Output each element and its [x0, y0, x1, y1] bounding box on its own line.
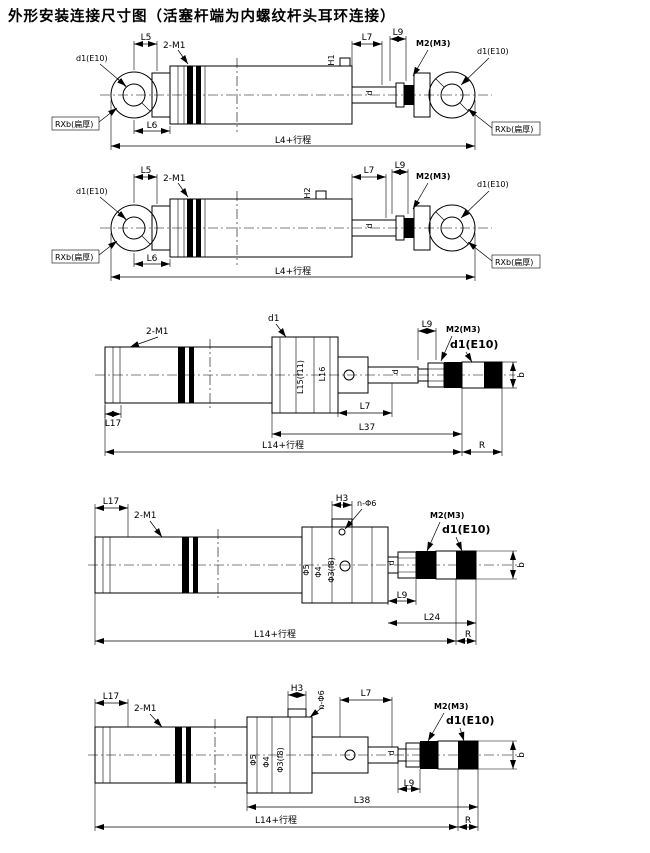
- dim-label-l7: L7: [364, 166, 375, 176]
- dim-label-phi3: Φ3(f8): [276, 747, 285, 773]
- dim-label-b: b: [517, 562, 527, 568]
- dim-label-d1-left: d1(E10): [76, 187, 108, 196]
- port-boss: [331, 518, 353, 528]
- dim-label-l5: L5: [141, 166, 152, 176]
- dim-label-l4: L4+行程: [275, 134, 311, 146]
- dim-label-l5: L5: [141, 33, 152, 43]
- dim-label-l6: L6: [147, 254, 158, 264]
- dim-label-l24: L24: [424, 613, 441, 623]
- port-boss: [339, 57, 351, 67]
- dim-label-h2: H2: [303, 187, 312, 198]
- dim-label-d: d: [365, 90, 374, 95]
- figure-3: 2-M1 d1 L15(f11) L16 L17 L9 M2(M3) d1(E1…: [95, 314, 527, 456]
- dim-label-d1e10: d1(E10): [446, 714, 494, 727]
- dim-label-l9: L9: [422, 320, 433, 330]
- dim-label-h3: H3: [336, 494, 349, 504]
- dim-label-m2: M2(M3): [416, 39, 450, 48]
- dim-label-phi4: Φ4: [262, 756, 271, 767]
- dim-label-l4: L4+行程: [275, 265, 311, 277]
- dim-label-r: R: [465, 816, 471, 826]
- dim-label-r: R: [479, 441, 485, 451]
- port-boss: [287, 708, 307, 718]
- dim-label-m2: M2(M3): [416, 172, 450, 181]
- dim-label-rxb-left: RXb(扁厚): [55, 119, 93, 129]
- dim-label-2m1: 2-M1: [134, 511, 156, 521]
- port-hole: [344, 749, 356, 761]
- dim-label-l37: L37: [359, 423, 375, 433]
- dim-label-d: d: [387, 750, 396, 755]
- eye-ring-right: [428, 204, 476, 252]
- piston-rod: [351, 72, 431, 118]
- dim-label-l14: L14+行程: [254, 628, 296, 640]
- drawing-title: 外形安装连接尺寸图（活塞杆端为内螺纹杆头耳环连接）: [8, 8, 396, 25]
- dim-label-m2: M2(M3): [430, 511, 464, 520]
- eye-ring-right: [428, 71, 476, 119]
- cylinder-body: [94, 719, 248, 791]
- piston-rod: [351, 205, 431, 251]
- dim-label-m2: M2(M3): [446, 325, 480, 334]
- dim-label-nd6: n-Φ6: [317, 690, 326, 709]
- dim-label-d: d: [365, 223, 374, 228]
- dim-label-d1e10: d1(E10): [442, 523, 490, 536]
- dim-label-d: d: [387, 560, 396, 565]
- dim-label-d1-top: d1: [268, 314, 279, 324]
- piston-rod: [387, 550, 477, 580]
- port-hole: [339, 560, 351, 572]
- dim-label-h3: H3: [291, 684, 304, 694]
- dim-label-l9: L9: [395, 161, 406, 171]
- dim-label-phi5: Φ5: [249, 754, 258, 765]
- piston-rod: [367, 361, 503, 389]
- dim-label-b: b: [517, 752, 527, 758]
- dim-label-2m1: 2-M1: [163, 174, 185, 184]
- figure-1: L5 2-M1 L7 L9 H1 M2(M3) d1(E10) d1(E10) …: [51, 28, 541, 150]
- dim-label-phi4: Φ4: [314, 566, 323, 577]
- dim-label-2m1: 2-M1: [134, 704, 156, 714]
- dim-label-d: d: [391, 369, 400, 374]
- head-block: [301, 518, 389, 604]
- dim-label-l17: L17: [105, 419, 121, 429]
- dim-label-rxb-right: RXb(扁厚): [495, 124, 533, 134]
- figure-4: L17 2-M1 H3 n-Φ6 Φ5 Φ4 Φ3(f8) d M2(M3) d…: [88, 494, 527, 645]
- dim-label-l17: L17: [103, 692, 119, 702]
- dim-label-d1-left: d1(E10): [76, 54, 108, 63]
- dim-label-l7: L7: [360, 402, 371, 412]
- dim-label-l9: L9: [404, 779, 415, 789]
- dim-label-h1: H1: [327, 54, 336, 65]
- dim-label-l7: L7: [362, 33, 373, 43]
- dim-label-l15: L15(f11): [296, 360, 305, 394]
- dim-label-l9: L9: [393, 28, 404, 38]
- dim-label-r: R: [465, 630, 471, 640]
- figure-5: L17 2-M1 H3 n-Φ6 L7 Φ5 Φ4 Φ3(f8) d M2(M3…: [88, 684, 527, 831]
- dim-label-nd6: n-Φ6: [357, 499, 376, 508]
- dim-label-phi3: Φ3(f8): [327, 557, 336, 583]
- dim-label-l38: L38: [354, 796, 371, 806]
- mounting-hole: [338, 528, 346, 536]
- dim-label-2m1: 2-M1: [146, 327, 168, 337]
- dim-label-b: b: [517, 372, 527, 378]
- dim-label-l6: L6: [147, 121, 158, 131]
- piston-rod: [367, 740, 479, 770]
- dim-label-rxb-right: RXb(扁厚): [495, 257, 533, 267]
- dim-label-d1-right: d1(E10): [477, 47, 509, 56]
- dim-label-l9: L9: [397, 591, 408, 601]
- dim-label-l16: L16: [318, 367, 327, 382]
- dim-label-rxb-left: RXb(扁厚): [55, 252, 93, 262]
- dim-label-l14: L14+行程: [262, 439, 304, 451]
- dim-label-l7: L7: [361, 689, 372, 699]
- dim-label-2m1: 2-M1: [163, 41, 185, 51]
- dim-label-l14: L14+行程: [255, 814, 297, 826]
- dim-label-l17: L17: [103, 497, 119, 507]
- dim-label-d1e10: d1(E10): [450, 338, 498, 351]
- port-hole: [343, 369, 355, 381]
- dim-label-phi5: Φ5: [302, 564, 311, 575]
- port-boss: [315, 190, 327, 200]
- dim-label-m2: M2(M3): [434, 702, 468, 711]
- figure-2: L5 2-M1 L7 L9 H2 M2(M3) d1(E10) d1(E10) …: [51, 161, 541, 281]
- dim-label-d1-right: d1(E10): [477, 180, 509, 189]
